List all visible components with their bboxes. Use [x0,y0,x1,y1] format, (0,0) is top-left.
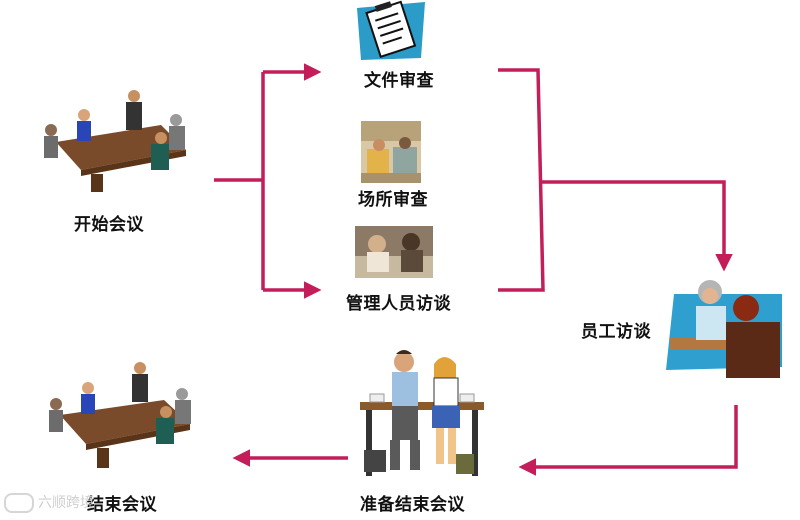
arrow-to-staff-interview [540,180,733,272]
opening-meeting-illustration [44,90,186,192]
site-review-label: 场所审查 [358,190,428,210]
management-interview-label: 管理人员访谈 [346,294,451,314]
prepare-closing-meeting-label: 准备结束会议 [360,495,465,515]
staff-interview-label: 员工访谈 [581,322,651,342]
watermark-text: 六顺跨境 [38,495,94,511]
closing-meeting-label: 结束会议 [87,495,157,515]
site-review-illustration [361,121,421,183]
closing-meeting-illustration [49,362,191,468]
management-interview-illustration [355,226,433,278]
prepare-closing-illustration [360,350,484,476]
opening-meeting-label: 开始会议 [74,215,144,235]
document-review-illustration [357,0,425,60]
watermark-logo-icon [4,493,34,513]
document-review-label: 文件审查 [364,71,434,91]
merge-from-document-review [498,68,545,292]
arrow-to-prepare-closing [518,405,738,476]
staff-interview-illustration [666,280,782,378]
watermark: 六顺跨境 [4,492,94,513]
